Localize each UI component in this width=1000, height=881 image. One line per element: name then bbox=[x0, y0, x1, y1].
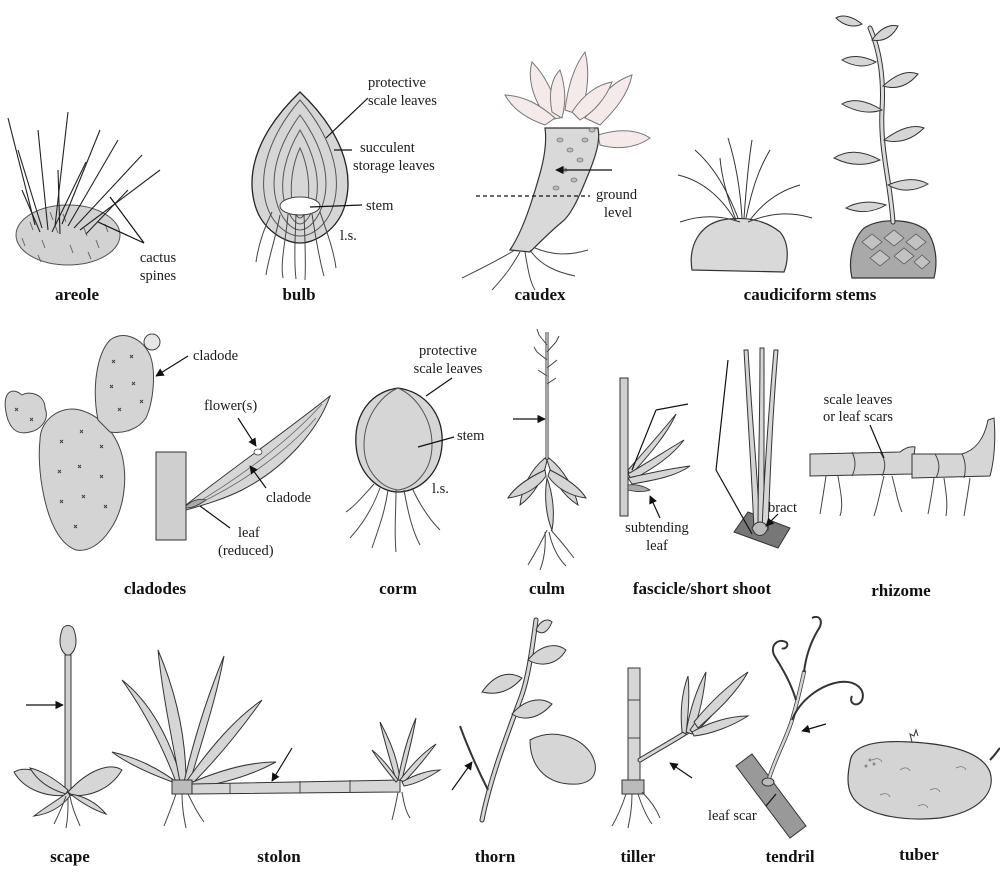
corm-figure: protective scale leaves stem l.s. bbox=[345, 343, 485, 553]
cladodes-label-4: leaf bbox=[238, 525, 260, 541]
caption-rhizome: rhizome bbox=[871, 581, 931, 600]
rhizome-label-1: scale leaves bbox=[824, 392, 893, 408]
caption-bulb: bulb bbox=[282, 285, 315, 304]
cladodes-figure: cladode flower(s) cladode leaf (reduced) bbox=[4, 333, 332, 559]
corm-label-1: protective bbox=[419, 343, 477, 359]
bulb-label-5: stem bbox=[366, 198, 394, 214]
caption-tuber: tuber bbox=[899, 845, 939, 864]
caption-scape: scape bbox=[50, 847, 90, 866]
caption-tiller: tiller bbox=[621, 847, 656, 866]
areole-figure: cactus spines bbox=[7, 111, 177, 284]
fascicle-figure: subtending leaf bract bbox=[619, 347, 797, 554]
caption-stolon: stolon bbox=[257, 847, 301, 866]
caption-culm: culm bbox=[529, 579, 565, 598]
rhizome-label-2: or leaf scars bbox=[823, 409, 893, 425]
scape-figure bbox=[13, 625, 123, 829]
bulb-label-1: protective bbox=[368, 75, 426, 91]
caudex-label-1: ground bbox=[596, 187, 638, 203]
fascicle-label-1: subtending bbox=[625, 520, 689, 536]
corm-label-4: l.s. bbox=[432, 481, 449, 497]
corm-label-2: scale leaves bbox=[414, 361, 483, 377]
caption-thorn: thorn bbox=[475, 847, 516, 866]
bulb-label-4: storage leaves bbox=[353, 158, 435, 174]
tendril-figure: leaf scar bbox=[708, 616, 864, 839]
bulb-label-6: l.s. bbox=[340, 228, 357, 244]
caption-corm: corm bbox=[379, 579, 417, 598]
cladodes-label-1: cladode bbox=[193, 348, 238, 364]
areole-label-1: cactus bbox=[140, 250, 177, 266]
bulb-label-2: scale leaves bbox=[368, 93, 437, 109]
tuber-figure bbox=[847, 728, 1000, 820]
rhizome-figure: scale leaves or leaf scars bbox=[809, 392, 996, 517]
tiller-figure bbox=[611, 667, 750, 829]
caption-caudex: caudex bbox=[515, 285, 567, 304]
caudex-label-2: level bbox=[604, 205, 632, 221]
caudex-figure: ground level bbox=[461, 50, 651, 291]
caption-fascicle: fascicle/short shoot bbox=[633, 579, 772, 598]
caption-areole: areole bbox=[55, 285, 100, 304]
fascicle-label-2: leaf bbox=[646, 538, 668, 554]
fascicle-label-3: bract bbox=[768, 500, 797, 516]
cladodes-label-2: flower(s) bbox=[204, 398, 257, 414]
caption-cladodes: cladodes bbox=[124, 579, 187, 598]
corm-label-3: stem bbox=[457, 428, 485, 444]
cladodes-label-3: cladode bbox=[266, 490, 311, 506]
stolon-figure bbox=[111, 649, 442, 829]
bulb-figure: protective scale leaves succulent storag… bbox=[251, 75, 437, 281]
tendril-label-1: leaf scar bbox=[708, 808, 757, 824]
areole-label-2: spines bbox=[140, 268, 177, 284]
caudiciform-figure bbox=[677, 15, 937, 279]
caption-tendril: tendril bbox=[765, 847, 814, 866]
thorn-figure bbox=[451, 617, 596, 823]
cladodes-label-5: (reduced) bbox=[218, 543, 274, 559]
bulb-label-3: succulent bbox=[360, 140, 415, 156]
culm-figure bbox=[507, 328, 587, 571]
caption-caudiciform: caudiciform stems bbox=[744, 285, 877, 304]
